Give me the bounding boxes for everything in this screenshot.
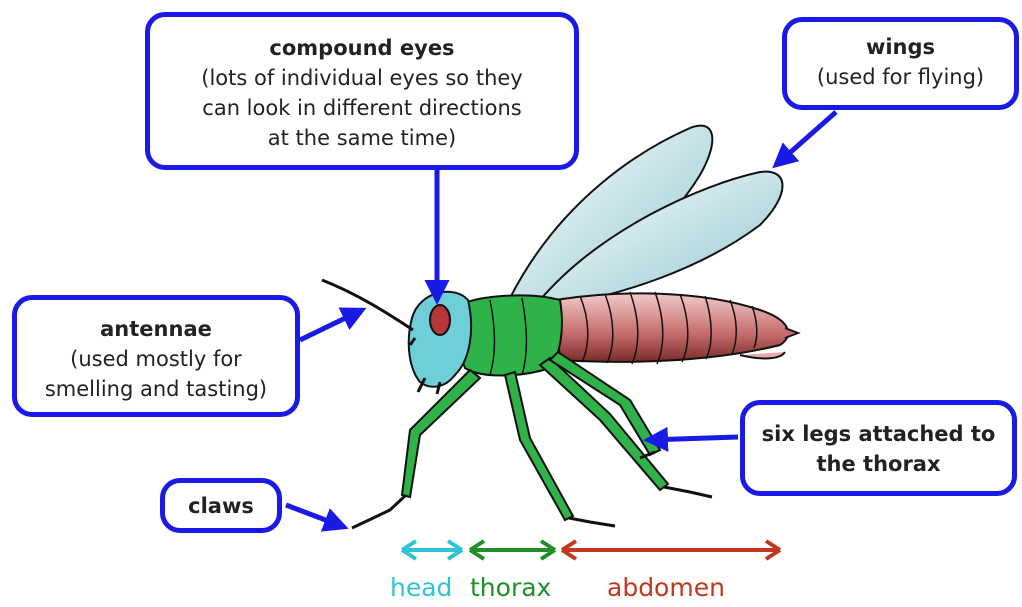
callout-legs: six legs attached to the thorax [740,400,1017,496]
callout-text: smelling and tasting) [17,374,295,404]
callout-compound-eyes: compound eyes (lots of individual eyes s… [145,12,579,170]
callout-title: six legs attached to [745,419,1012,449]
callout-title: antennae [17,314,295,344]
abdomen [555,293,788,361]
callout-claws: claws [160,478,282,533]
callout-title: claws [165,491,277,521]
callout-text: at the same time) [150,123,574,153]
callout-text: can look in different directions [150,93,574,123]
segment-label-abdomen: abdomen [607,572,725,604]
callout-title: the thorax [745,449,1012,479]
segment-label-thorax: thorax [470,572,551,604]
segment-arrows [402,541,780,559]
callout-text: (lots of individual eyes so they [150,63,574,93]
compound-eye [430,305,450,335]
callout-text: (used mostly for [17,344,295,374]
callout-wings: wings (used for flying) [782,17,1019,110]
callout-text: (used for flying) [787,62,1014,92]
callout-title: compound eyes [150,33,574,63]
callout-antennae: antennae (used mostly for smelling and t… [12,295,300,417]
callout-title: wings [787,32,1014,62]
segment-label-head: head [390,572,452,604]
